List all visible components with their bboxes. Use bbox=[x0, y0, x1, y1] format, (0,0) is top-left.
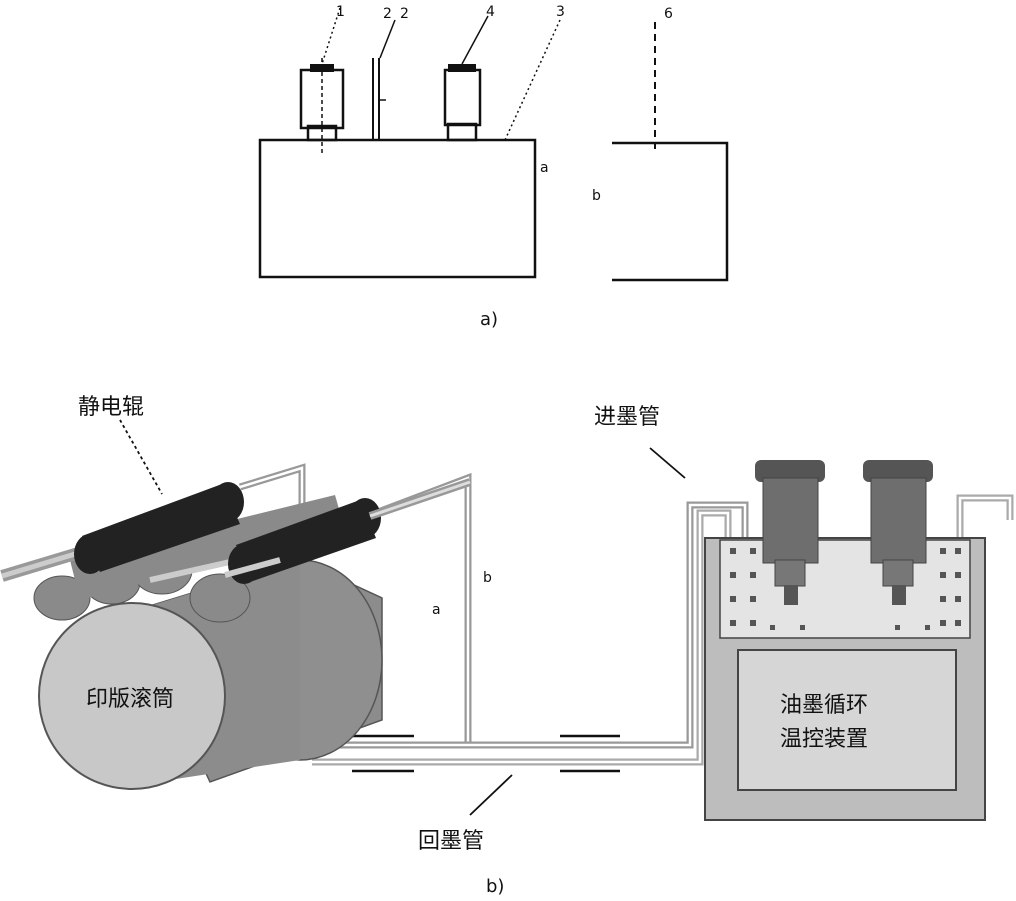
diagram-a: 1 2 2 4 3 6 a b a) bbox=[258, 4, 729, 330]
drum-label: 印版滚筒 bbox=[86, 687, 174, 712]
callout-3: 3 bbox=[556, 4, 565, 20]
printing-drum bbox=[38, 559, 383, 790]
connecting-pipes bbox=[312, 494, 1014, 766]
leaders bbox=[119, 419, 686, 816]
callout-1: 1 bbox=[336, 4, 345, 20]
callout-4: 4 bbox=[486, 4, 495, 20]
roller-assembly bbox=[0, 478, 472, 623]
mark-b-b: b bbox=[483, 570, 492, 586]
mark-b: b bbox=[592, 188, 601, 204]
ink-tank bbox=[704, 537, 986, 821]
tank-label-line2: 温控装置 bbox=[780, 727, 868, 752]
caption-a: a) bbox=[480, 309, 498, 330]
diagram-b: 静电辊 进墨管 印版滚筒 油墨循环 温控装置 回墨管 a b b) bbox=[0, 395, 1014, 897]
tank-label-line1: 油墨循环 bbox=[780, 693, 868, 718]
component-4 bbox=[443, 64, 482, 142]
mark-a: a bbox=[540, 160, 549, 176]
callout-2a: 2 bbox=[383, 6, 392, 22]
component-2-rods bbox=[372, 58, 386, 140]
return-pipe-label: 回墨管 bbox=[418, 829, 484, 854]
supply-pipe-label: 进墨管 bbox=[594, 405, 660, 430]
callout-2b: 2 bbox=[400, 6, 409, 22]
callout-6: 6 bbox=[664, 6, 673, 22]
pump-right bbox=[863, 460, 933, 605]
side-frame bbox=[612, 141, 729, 282]
main-block bbox=[258, 138, 537, 279]
pump-left bbox=[755, 460, 825, 605]
mark-a-b: a bbox=[432, 602, 441, 618]
caption-b: b) bbox=[486, 876, 504, 897]
component-1 bbox=[299, 58, 345, 155]
valve-symbols bbox=[352, 734, 620, 773]
roller-label: 静电辊 bbox=[78, 395, 144, 420]
